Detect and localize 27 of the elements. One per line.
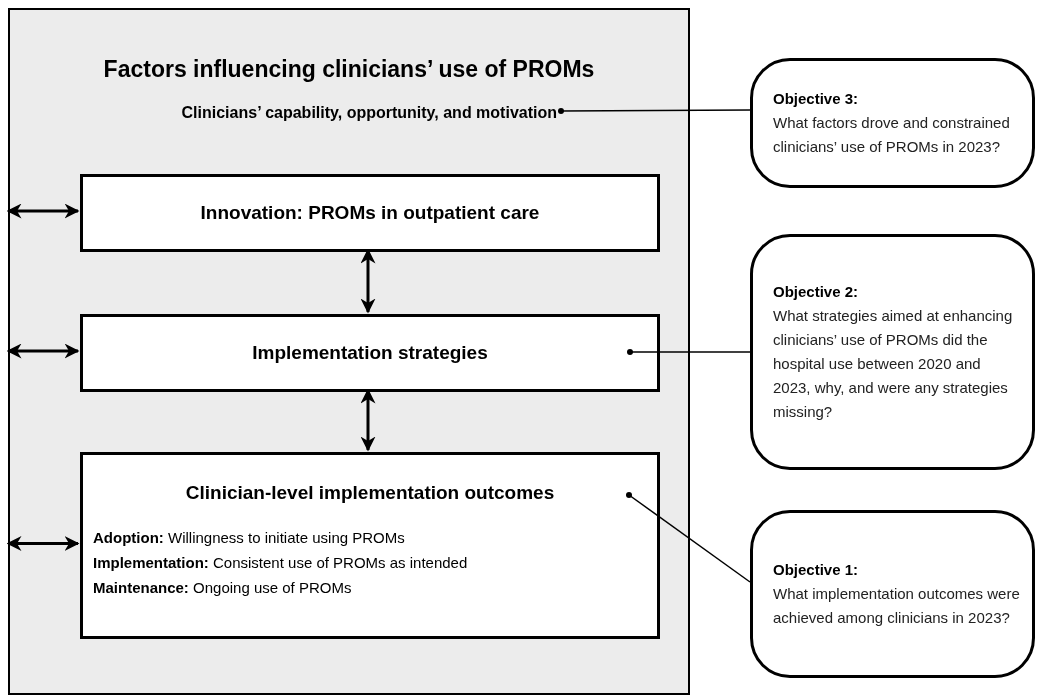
process-box [80,174,660,252]
outer-frame [8,8,690,695]
leader-line [558,108,751,114]
outcomes-box [80,452,660,639]
objective-box [750,510,1035,678]
objective-box [750,58,1035,188]
box-title: Implementation strategies [252,340,488,365]
objective-question: What factors drove and constrained clinicians’ use of PROMs in 2023? [773,113,1011,157]
leader-line [627,349,751,355]
objective-question: What strategies aimed at enhancing clinicians’ use of PROMs did the hospital use between 2020 and 2023, why, and were any strategies missing? [773,306,1014,422]
box-title: Innovation: PROMs in outpatient care [200,200,540,225]
objective-heading: Objective 3: [773,89,860,109]
outcome-line: Implementation: Consistent use of PROMs as intended [93,553,468,573]
outcome-line: Adoption: Willingness to initiate using PROMs [93,528,406,548]
frame-title: Factors influencing clinicians’ use of PROMs [102,55,596,84]
subtitle-text: Clinicians’ capability, opportunity, and motivation [102,100,557,126]
outcome-line: Maintenance: Ongoing use of PROMs [93,578,353,598]
double-arrow [6,203,80,219]
objective-heading: Objective 2: [773,282,860,302]
process-box [80,314,660,392]
double-arrow [6,343,80,359]
objective-question: What implementation outcomes were achieved among clinicians in 2023? [773,584,1021,628]
objective-box [750,234,1035,470]
double-arrow [6,536,80,551]
leader-line [626,492,751,583]
objective-heading: Objective 1: [773,560,860,580]
box-title: Clinician-level implementation outcomes [184,481,556,505]
